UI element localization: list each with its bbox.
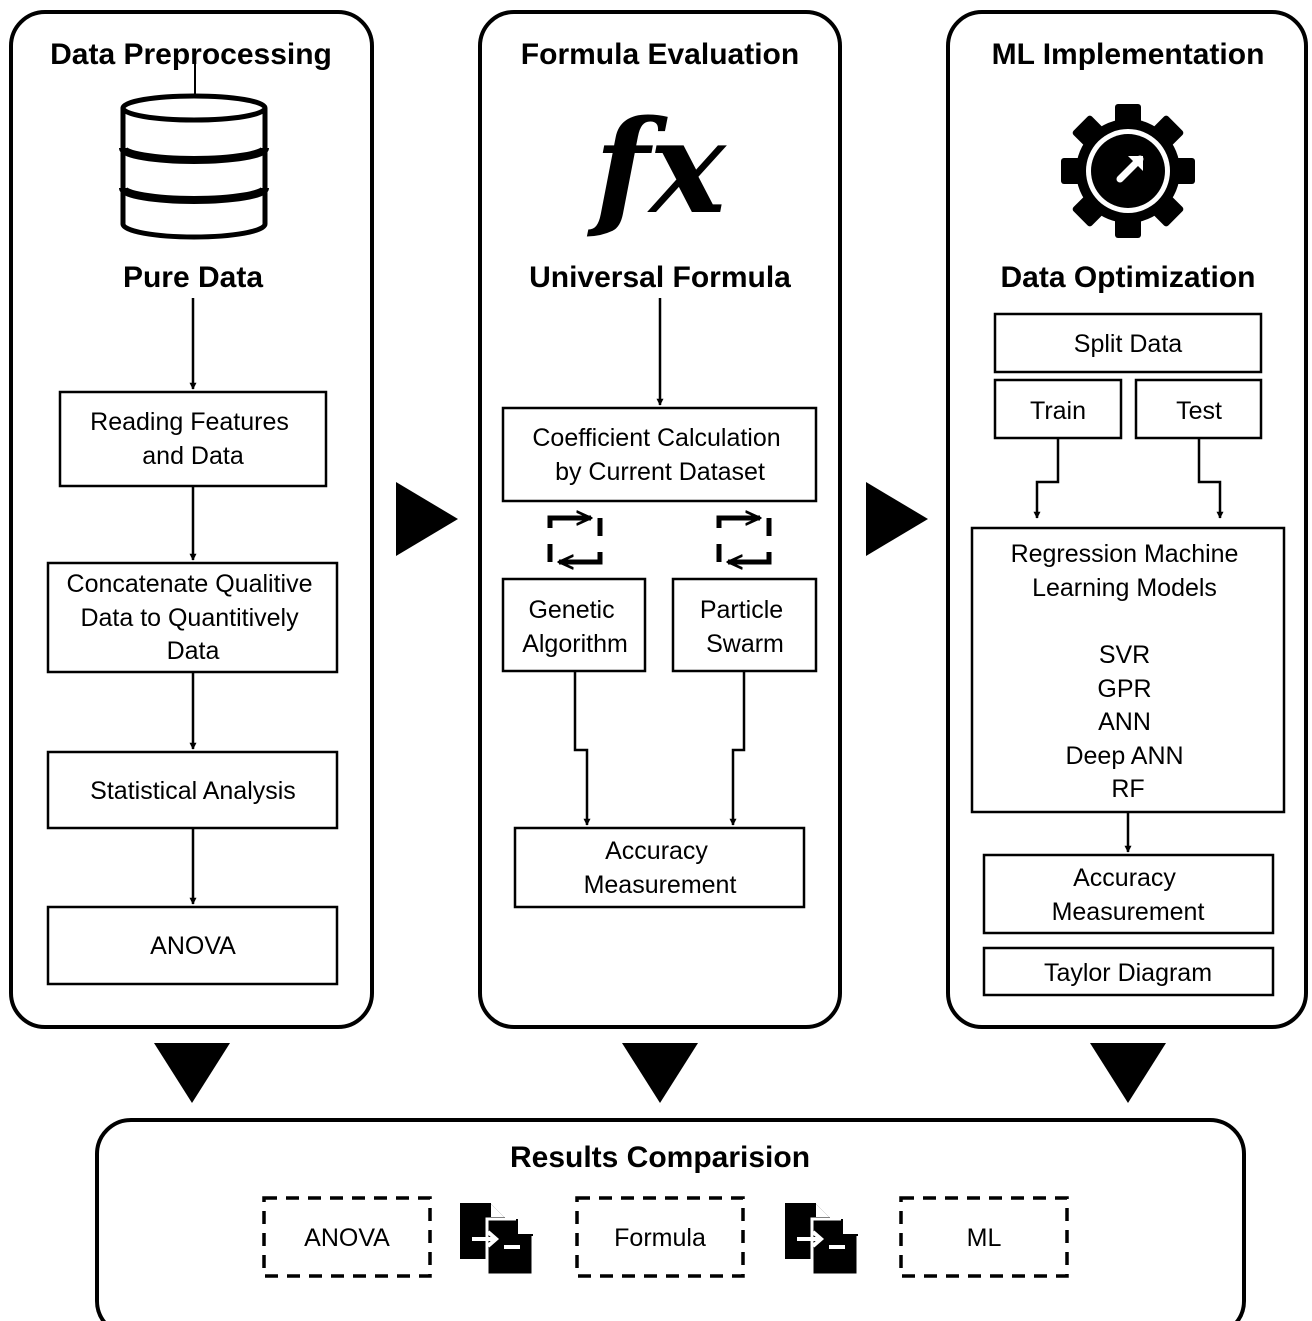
particle-swarm-label: Particle Swarm [700, 596, 790, 658]
panel-title: ML Implementation [992, 38, 1265, 71]
anova-label: ANOVA [150, 932, 236, 960]
result-item-label: ANOVA [304, 1224, 390, 1252]
coefficient-calculation-box [501, 406, 818, 503]
accuracy-measurement-label: Accuracy Measurement [584, 837, 737, 899]
ml-accuracy-measurement-label: Accuracy Measurement [1052, 864, 1205, 926]
flow-arrow-down [1090, 1043, 1166, 1103]
concatenate-box [46, 561, 339, 674]
compare-files-icon [460, 1203, 535, 1277]
test-box [1134, 378, 1263, 440]
panel-results-comparison: Results Comparision ANOVA Formula ML [95, 1118, 1246, 1321]
genetic-algorithm-box [501, 577, 647, 673]
regression-models-label: Regression Machine Learning Models SVR G… [1011, 540, 1246, 803]
split-data-label: Split Data [1074, 330, 1182, 358]
anova-box [46, 905, 339, 986]
result-item-label: Formula [614, 1224, 706, 1252]
panel-ml-implementation: ML Implementation Data Optimization Spli… [946, 10, 1308, 1029]
database-icon [119, 58, 269, 240]
function-fx-icon: fx [586, 93, 727, 243]
flow-arrow-right [396, 482, 458, 556]
accuracy-measurement-box [513, 826, 806, 909]
pure-data-label: Pure Data [123, 261, 263, 294]
statistical-analysis-box [46, 750, 339, 830]
flow-arrow-down [622, 1043, 698, 1103]
train-label: Train [1030, 397, 1086, 425]
result-item-label: ML [967, 1224, 1002, 1252]
ml-accuracy-measurement-box [982, 853, 1275, 935]
regression-models-box [970, 526, 1286, 814]
panel-data-preprocessing: Data Preprocessing Pure Data Reading Fea… [9, 10, 374, 1029]
compare-files-icon [785, 1203, 860, 1277]
result-item-ml [899, 1196, 1069, 1278]
taylor-diagram-box [982, 946, 1275, 997]
concatenate-label: Concatenate Qualitive Data to Quantitive… [67, 570, 320, 665]
cycle-icon [716, 518, 772, 562]
taylor-diagram-label: Taylor Diagram [1044, 959, 1212, 987]
flow-arrow-down [154, 1043, 230, 1103]
coefficient-calculation-label: Coefficient Calculation by Current Datas… [532, 424, 787, 486]
statistical-analysis-label: Statistical Analysis [90, 777, 296, 805]
data-optimization-label: Data Optimization [1000, 261, 1255, 294]
reading-features-label: Reading Features and Data [90, 408, 296, 470]
genetic-algorithm-label: Genetic Algorithm [522, 596, 628, 658]
panel-formula-evaluation: Formula Evaluation fx Universal Formula … [478, 10, 842, 1029]
results-title: Results Comparision [510, 1141, 810, 1174]
test-label: Test [1176, 397, 1222, 425]
gear-gauge-icon [1061, 104, 1195, 238]
panel-frame [478, 10, 842, 1029]
cycle-icon [547, 518, 603, 562]
result-item-anova [262, 1196, 432, 1278]
particle-swarm-box [671, 577, 818, 673]
result-item-formula [575, 1196, 745, 1278]
universal-formula-label: Universal Formula [529, 261, 791, 294]
flow-arrow-right [866, 482, 928, 556]
panel-title: Data Preprocessing [50, 38, 332, 71]
split-data-box [993, 312, 1263, 374]
panel-title: Formula Evaluation [521, 38, 799, 71]
reading-features-box [58, 390, 328, 488]
